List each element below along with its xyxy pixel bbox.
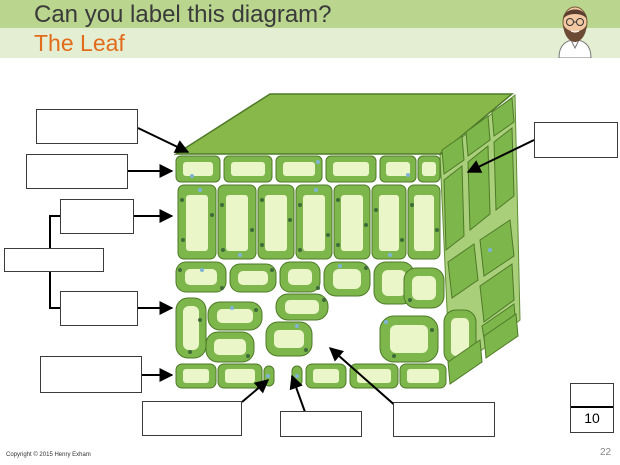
upper-epidermis [175,97,515,183]
label-box-upper-epidermis[interactable] [26,154,128,189]
label-box-side-cells[interactable] [534,122,618,158]
header-banner: Can you label this diagram? The Leaf [0,0,620,58]
score-total: 10 [584,410,600,426]
score-box: 10 [570,383,614,433]
label-box-lower-epidermis[interactable] [40,356,142,393]
page-number: 22 [600,447,612,458]
score-divider [571,406,613,408]
page-subtitle: The Leaf [34,30,125,56]
lower-epidermis [175,313,519,389]
avatar-icon [558,6,592,58]
label-box-spongy[interactable] [60,291,138,326]
spongy-mesophyll [175,219,517,365]
palisade-mesophyll [177,127,515,260]
header-title-band [0,0,620,28]
label-box-mesophyll-group[interactable] [4,248,104,272]
label-box-palisade[interactable] [60,199,134,234]
label-box-air-space[interactable] [393,402,495,437]
header-subtitle-band [0,28,620,58]
page-title: Can you label this diagram? [34,1,332,28]
copyright-text: Copyright © 2015 Henry Exham [6,452,91,458]
waxy-cuticle [173,93,515,155]
label-box-stoma[interactable] [280,411,362,437]
label-box-guard-cell[interactable] [142,401,242,436]
pointer-arrows [128,127,535,413]
label-box-cuticle[interactable] [36,109,138,144]
